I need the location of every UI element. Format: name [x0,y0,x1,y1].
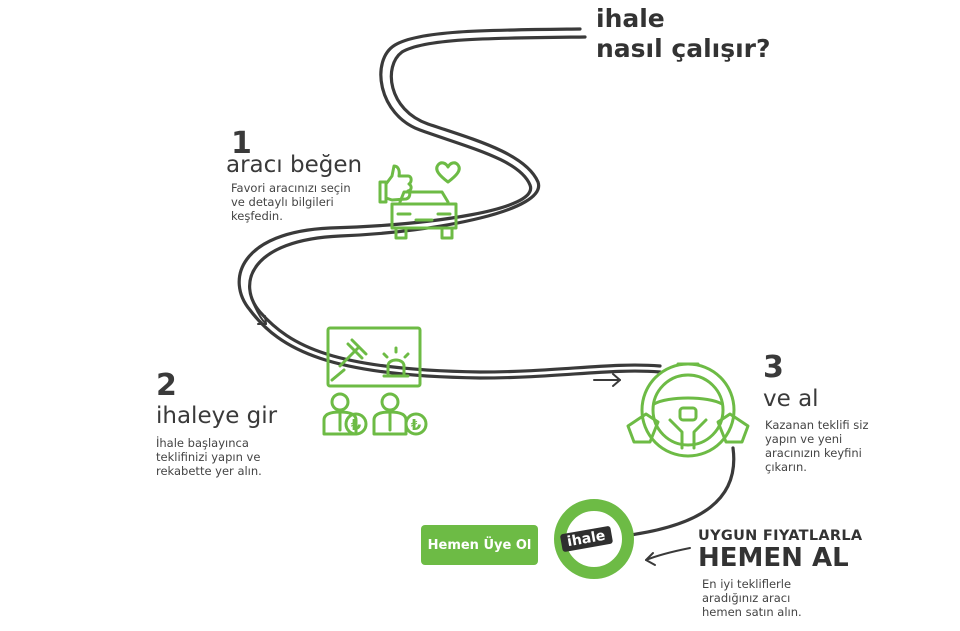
steering-wheel-hands-icon [626,362,750,458]
step-1-heading: aracı beğen [226,152,363,178]
step-1-description: Favori aracınızı seçin ve detaylı bilgil… [231,181,351,223]
step-1-number: 1 [231,126,252,161]
arrow-icon [645,547,691,566]
title-line-1: ihale [596,4,665,33]
step-3-number: 3 [763,350,784,385]
buy-now-description: En iyi tekliflerle aradığınız aracı heme… [702,577,802,619]
step-2-heading: ihaleye gir [156,403,278,429]
step-2-number: 2 [156,368,177,403]
arrow-icon [251,299,267,325]
buy-now-title: HEMEN AL [698,543,849,573]
auction-board-bidders-icon: ₺ ₺ [322,326,428,436]
arrow-icon [593,373,621,387]
title-line-2: nasıl çalışır? [596,34,771,63]
register-button[interactable]: Hemen Üye Ol [421,525,538,565]
thumbs-up-car-heart-icon [378,161,461,240]
step-2-description: İhale başlayınca teklifinizi yapın ve re… [156,436,262,478]
step-3-heading: ve al [763,386,819,412]
buy-now-subtitle: UYGUN FIYATLARLA [698,528,863,544]
step-3-description: Kazanan teklifi siz yapın ve yeni aracın… [765,418,869,474]
svg-text:₺: ₺ [411,416,422,434]
svg-text:₺: ₺ [351,416,362,434]
ihale-logo: ihale [559,525,613,553]
page-title: ihale nasıl çalışır? [596,4,771,64]
